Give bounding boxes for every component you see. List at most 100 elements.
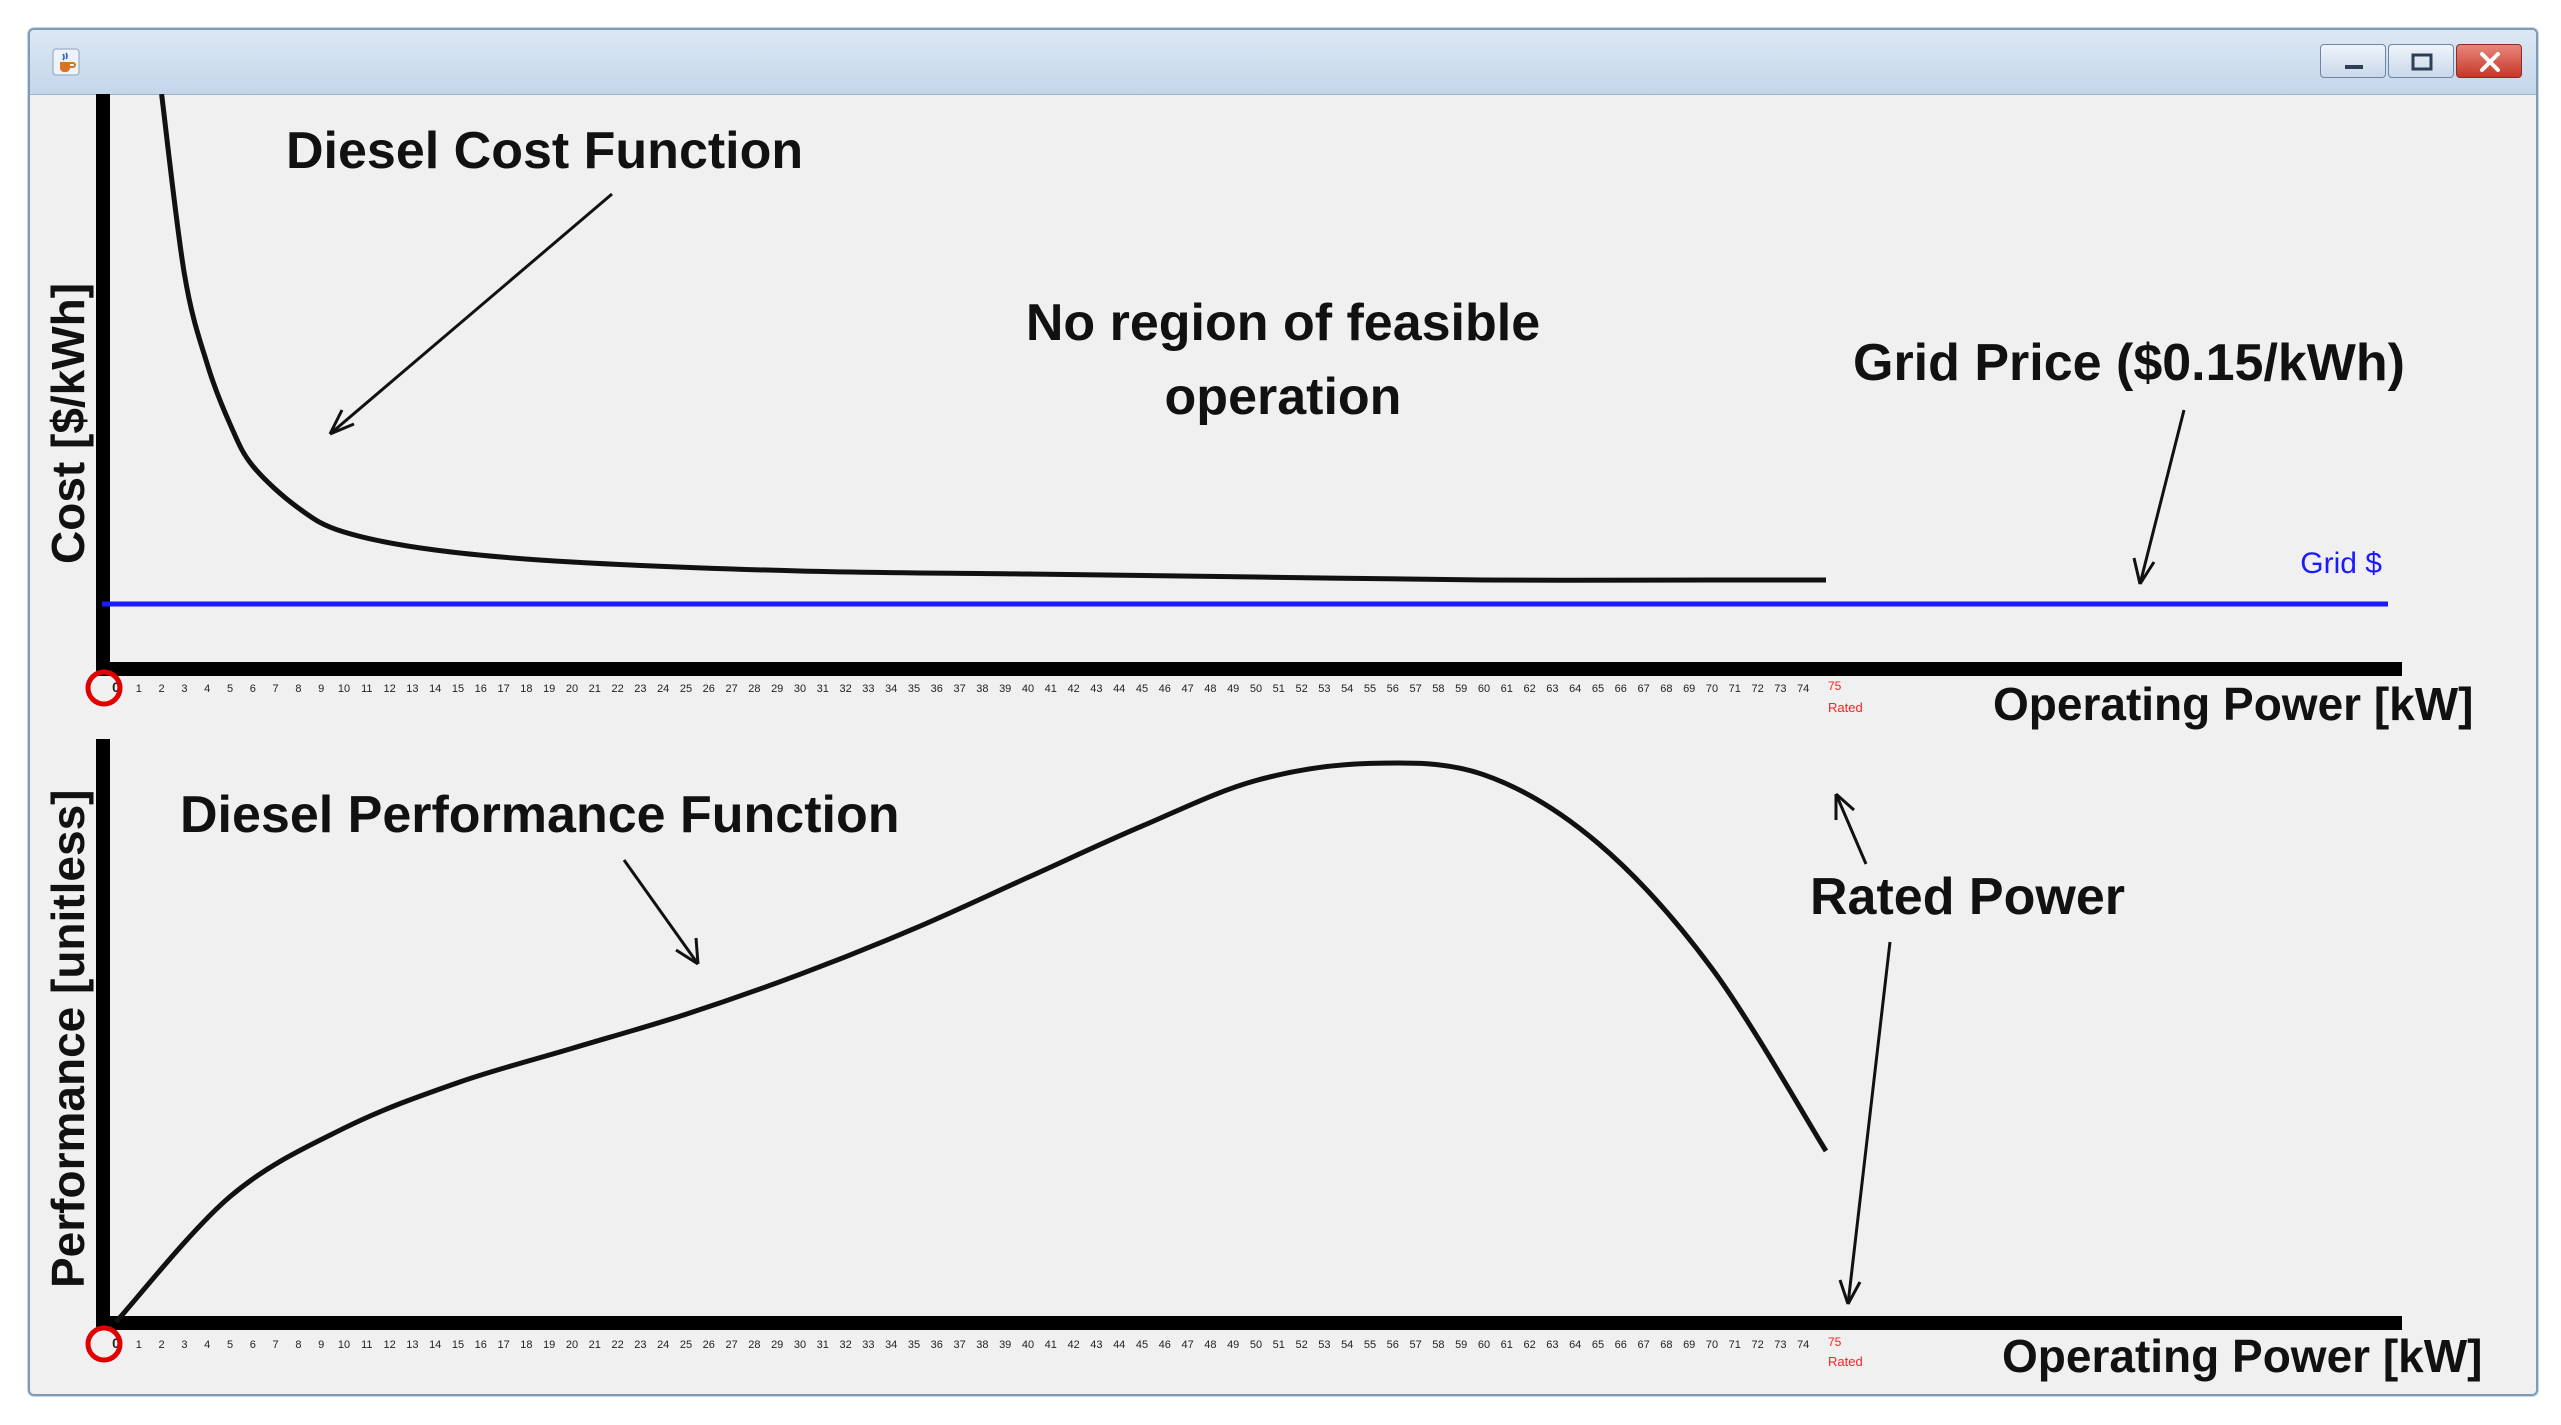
x-tick-label: 69	[1683, 1339, 1695, 1351]
title-bar[interactable]	[30, 30, 2536, 95]
x-tick-label: 45	[1136, 1339, 1148, 1351]
x-tick-label: 45	[1136, 683, 1148, 695]
rated-value-bottom: 75	[1828, 1335, 1842, 1349]
x-tick-label: 2	[159, 1339, 165, 1351]
x-tick-label: 54	[1341, 1339, 1353, 1351]
cost-x-axis-label: Operating Power [kW]	[1993, 678, 2473, 730]
x-tick-label: 7	[273, 1339, 279, 1351]
x-tick-label: 63	[1546, 683, 1558, 695]
x-tick-label: 66	[1615, 683, 1627, 695]
x-tick-label: 61	[1501, 1339, 1513, 1351]
x-tick-label: 35	[908, 683, 920, 695]
x-tick-label: 25	[680, 683, 692, 695]
cost-y-axis-label: Cost [$/kWh]	[42, 283, 94, 564]
x-tick-label: 68	[1660, 1339, 1672, 1351]
minimize-icon	[2345, 65, 2363, 69]
close-icon	[2480, 52, 2500, 72]
x-tick-label: 54	[1341, 683, 1353, 695]
x-tick-label: 29	[771, 1339, 783, 1351]
rated-value-top: 75	[1828, 679, 1842, 693]
x-tick-label: 48	[1204, 683, 1216, 695]
no-region-annotation-line1: No region of feasible	[1026, 294, 1540, 352]
x-tick-label: 28	[748, 683, 760, 695]
x-tick-label: 60	[1478, 1339, 1490, 1351]
x-tick-label: 24	[657, 1339, 669, 1351]
x-tick-label: 5	[227, 1339, 233, 1351]
x-tick-label: 44	[1113, 683, 1125, 695]
x-tick-label: 51	[1273, 1339, 1285, 1351]
x-tick-label: 16	[475, 1339, 487, 1351]
minimize-button[interactable]	[2320, 44, 2386, 78]
x-tick-label: 42	[1067, 1339, 1079, 1351]
x-tick-label: 8	[295, 1339, 301, 1351]
grid-price-annotation: Grid Price ($0.15/kWh)	[1853, 334, 2405, 392]
x-tick-label: 65	[1592, 683, 1604, 695]
x-tick-label: 25	[680, 1339, 692, 1351]
grid-annotation-arrow	[2138, 409, 2186, 585]
rated-arrow-up-head	[1834, 792, 1855, 820]
x-tick-label: 15	[452, 683, 464, 695]
x-tick-label: 53	[1318, 1339, 1330, 1351]
x-tick-label: 32	[839, 683, 851, 695]
performance-x-axis	[96, 1316, 2402, 1330]
no-region-annotation-line2: operation	[1165, 368, 1402, 426]
cost-x-axis	[96, 662, 2402, 676]
x-tick-label: 0	[112, 679, 120, 695]
x-tick-label: 10	[338, 1339, 350, 1351]
x-tick-label: 13	[406, 1339, 418, 1351]
x-tick-label: 20	[566, 1339, 578, 1351]
x-tick-label: 4	[204, 1339, 210, 1351]
performance-arrow-head	[675, 937, 700, 966]
x-tick-label: 17	[497, 1339, 509, 1351]
maximize-button[interactable]	[2388, 44, 2454, 78]
x-tick-label: 39	[999, 1339, 1011, 1351]
x-tick-label: 50	[1250, 1339, 1262, 1351]
x-tick-label: 71	[1729, 683, 1741, 695]
x-tick-label: 32	[839, 1339, 851, 1351]
x-tick-label: 64	[1569, 683, 1581, 695]
performance-annotation-arrow	[622, 859, 700, 965]
performance-y-axis-label: Performance [unitless]	[42, 790, 94, 1288]
x-tick-label: 5	[227, 683, 233, 695]
x-tick-label: 47	[1181, 1339, 1193, 1351]
x-tick-label: 73	[1774, 683, 1786, 695]
x-tick-label: 58	[1432, 1339, 1444, 1351]
cost-curve	[159, 94, 1826, 583]
maximize-icon	[2411, 53, 2433, 71]
grid-arrow-head	[2132, 557, 2156, 585]
x-tick-label: 68	[1660, 683, 1672, 695]
close-button[interactable]	[2456, 44, 2522, 78]
x-tick-label: 1	[136, 683, 142, 695]
x-tick-label: 6	[250, 1339, 256, 1351]
x-tick-label: 70	[1706, 1339, 1718, 1351]
x-tick-label: 55	[1364, 683, 1376, 695]
x-tick-label: 39	[999, 683, 1011, 695]
x-tick-label: 11	[361, 1339, 372, 1351]
x-tick-label: 33	[862, 683, 874, 695]
performance-curve	[114, 760, 1829, 1324]
x-tick-label: 12	[383, 1339, 395, 1351]
x-tick-label: 0	[112, 1335, 120, 1351]
x-tick-label: 72	[1751, 1339, 1763, 1351]
performance-x-axis-label: Operating Power [kW]	[2002, 1330, 2482, 1382]
x-tick-label: 29	[771, 683, 783, 695]
x-tick-label: 31	[817, 1339, 829, 1351]
x-tick-label: 38	[976, 1339, 988, 1351]
grid-line-label: Grid $	[2300, 547, 2382, 580]
x-tick-label: 41	[1045, 1339, 1057, 1351]
x-tick-label: 57	[1409, 683, 1421, 695]
x-tick-label: 36	[931, 683, 943, 695]
x-tick-label: 17	[497, 683, 509, 695]
x-tick-label: 22	[611, 1339, 623, 1351]
x-tick-label: 52	[1295, 1339, 1307, 1351]
x-tick-label: 13	[406, 683, 418, 695]
x-tick-label: 67	[1637, 1339, 1649, 1351]
x-tick-label: 3	[181, 683, 187, 695]
cost-annotation-arrow	[329, 192, 613, 436]
x-tick-label: 19	[543, 1339, 555, 1351]
x-tick-label: 4	[204, 683, 210, 695]
x-tick-label: 46	[1159, 683, 1171, 695]
rated-annotation-arrow-down	[1846, 941, 1892, 1305]
x-tick-label: 10	[338, 683, 350, 695]
